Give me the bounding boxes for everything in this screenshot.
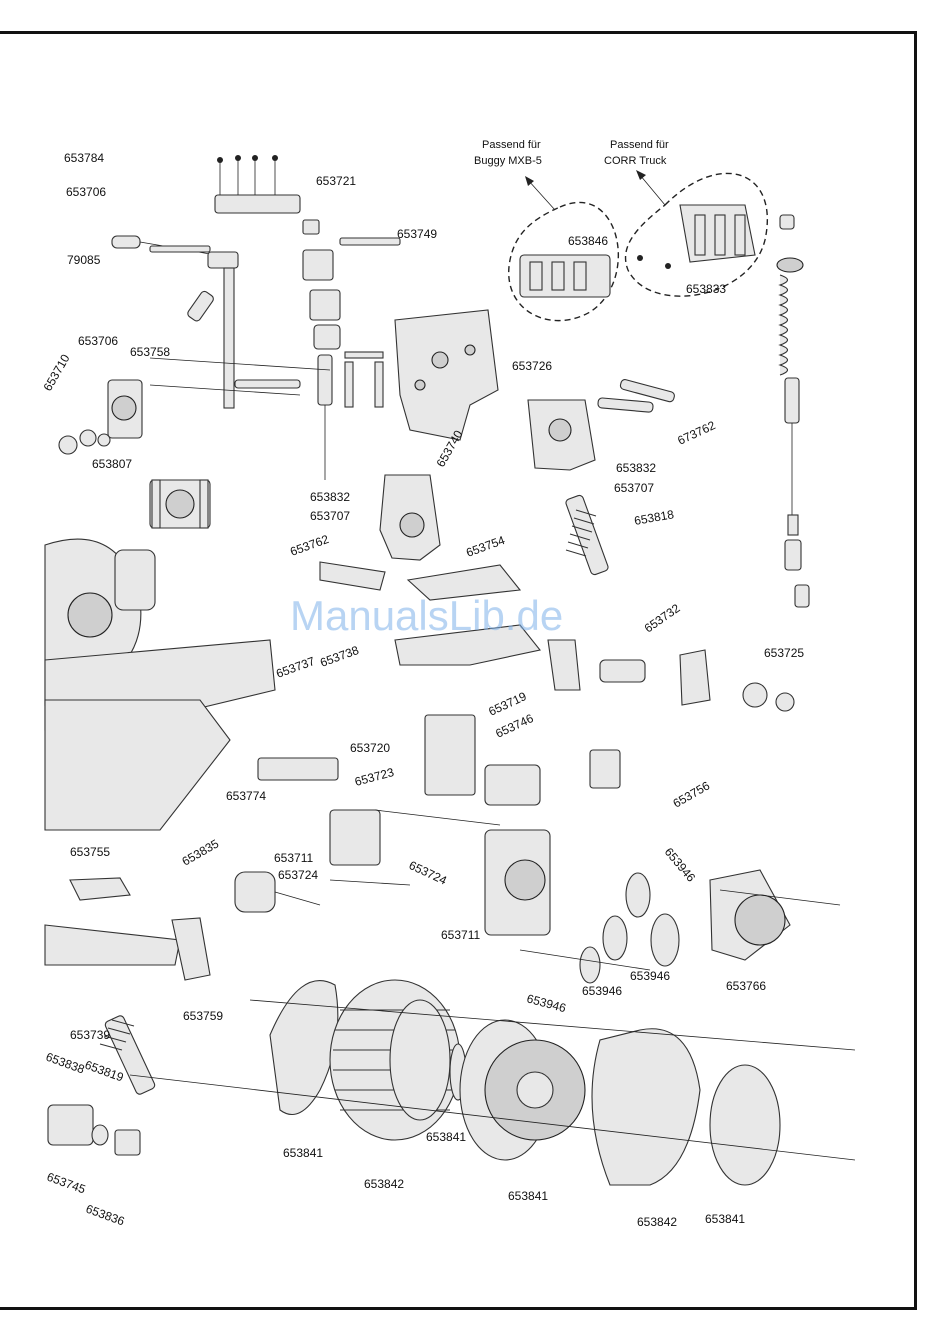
part-label: 653720 <box>350 741 390 755</box>
part-label: 653758 <box>130 345 170 359</box>
part-label: 653756 <box>671 778 713 810</box>
part-label: 653745 <box>45 1170 88 1197</box>
buggy-bumper-balloon <box>508 176 620 322</box>
middle-suspension <box>257 494 795 866</box>
wheels-and-tires <box>269 979 781 1186</box>
corr-note-line2: CORR Truck <box>604 155 667 167</box>
part-label: 653721 <box>316 174 356 188</box>
part-label: 653784 <box>64 151 104 165</box>
buggy-note-line1: Passend für <box>482 139 541 151</box>
assembly-guide-lines <box>129 809 856 1161</box>
center-plate-and-gearbox <box>344 309 675 561</box>
part-label: 653737 <box>274 654 317 681</box>
rear-shock-assembly <box>776 214 810 608</box>
part-label: 653706 <box>78 334 118 348</box>
part-label: 653755 <box>70 845 110 859</box>
part-label: 653841 <box>426 1130 466 1144</box>
part-label: 653774 <box>226 789 266 803</box>
part-label: 653711 <box>274 851 313 865</box>
transmission-gears <box>234 829 841 984</box>
watermark: ManualsLib.de <box>290 592 563 639</box>
part-label: 653946 <box>525 991 568 1015</box>
part-label: 653711 <box>441 928 480 942</box>
part-label: 653841 <box>283 1146 323 1160</box>
part-label: 653749 <box>397 227 437 241</box>
part-label: 653724 <box>278 868 318 882</box>
part-label: 653754 <box>464 533 507 560</box>
part-label: 653833 <box>686 282 726 296</box>
part-label: 653946 <box>630 969 670 983</box>
part-label: 653832 <box>310 490 350 504</box>
part-label: 653706 <box>66 185 106 199</box>
front-differential-parts <box>58 379 211 529</box>
part-label: 653723 <box>353 765 396 789</box>
part-label: 653818 <box>633 507 675 528</box>
part-label: 653762 <box>288 532 331 559</box>
part-label: 653838 <box>44 1050 87 1077</box>
part-label: 653946 <box>662 845 699 885</box>
part-label: 653725 <box>764 646 804 660</box>
part-label: 653842 <box>637 1215 677 1229</box>
part-label: 653724 <box>407 858 450 888</box>
corr-note-line1: Passend für <box>610 139 669 151</box>
part-label: 653946 <box>582 984 622 998</box>
part-label: 653842 <box>364 1177 404 1191</box>
part-label: 653819 <box>83 1058 126 1085</box>
steering-assembly <box>111 155 401 480</box>
part-label: 653841 <box>705 1212 745 1226</box>
part-label: 653746 <box>493 711 536 741</box>
part-label: 653707 <box>310 509 350 523</box>
part-label: 653841 <box>508 1189 548 1203</box>
part-label: 653832 <box>616 461 656 475</box>
part-label: 653836 <box>84 1202 127 1229</box>
part-label: 653732 <box>642 601 683 636</box>
left-side-chassis <box>44 538 276 1156</box>
corr-bumper-balloon <box>624 170 768 297</box>
part-label: 653807 <box>92 457 132 471</box>
part-label: 653766 <box>726 979 766 993</box>
part-label: 653726 <box>512 359 552 373</box>
page-frame <box>0 31 917 1310</box>
part-label: 653835 <box>180 836 222 868</box>
part-label: 653759 <box>183 1009 223 1023</box>
part-label: 673762 <box>675 418 718 448</box>
part-label: 653846 <box>568 234 608 248</box>
part-label: 79085 <box>67 253 101 267</box>
buggy-note-line2: Buggy MXB-5 <box>474 155 542 167</box>
part-label: 653707 <box>614 481 654 495</box>
part-label: 653710 <box>40 352 72 394</box>
part-label: 653739 <box>70 1028 110 1042</box>
part-label: 653738 <box>318 643 361 670</box>
